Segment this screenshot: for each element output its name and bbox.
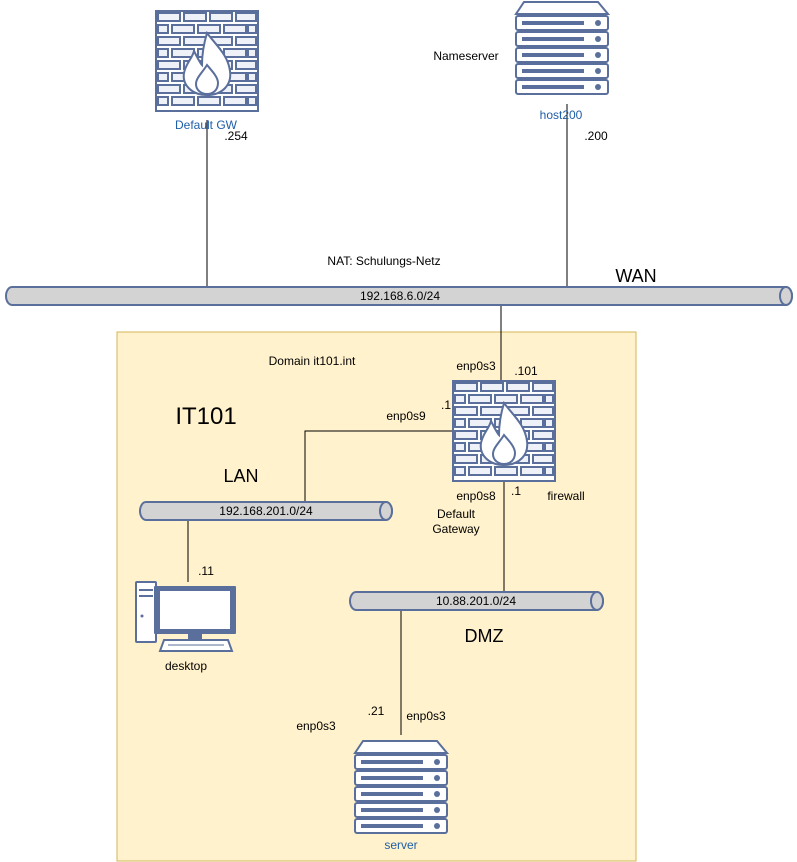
server-icon [354, 740, 448, 834]
firewall-icon [452, 380, 556, 482]
default-gw-ip: .254 [224, 129, 248, 143]
nameserver-role: Nameserver [433, 49, 498, 63]
host200-label: host200 [540, 108, 583, 122]
firewall-wan-ip: .101 [514, 364, 538, 378]
default-gw-label: Default GW [175, 118, 238, 132]
host200-ip: .200 [584, 129, 608, 143]
server-if-left: enp0s3 [296, 719, 336, 733]
desktop-label: desktop [165, 659, 207, 673]
default-gateway-line1: Default [437, 507, 476, 521]
wan-label: WAN [615, 266, 656, 286]
lan-label: LAN [223, 466, 258, 486]
lan-network: 192.168.201.0/24 [219, 504, 313, 518]
zone-title: IT101 [175, 403, 236, 430]
firewall-label: firewall [547, 489, 584, 503]
default-gateway-line2: Gateway [432, 522, 479, 536]
dmz-pipe [349, 591, 604, 611]
firewall-dmz-if: enp0s8 [456, 489, 496, 503]
server-label: server [384, 838, 417, 852]
host200-server-icon [515, 1, 609, 95]
firewall-lan-if: enp0s9 [386, 409, 426, 423]
lan-pipe [139, 501, 393, 521]
wan-pipe [5, 286, 793, 306]
dmz-network: 10.88.201.0/24 [436, 594, 516, 608]
default-gw-firewall-icon [155, 10, 259, 112]
wan-network: 192.168.6.0/24 [360, 289, 440, 303]
server-ip: .21 [368, 704, 385, 718]
nat-label: NAT: Schulungs-Netz [327, 254, 440, 268]
firewall-wan-if: enp0s3 [456, 359, 496, 373]
domain-label: Domain it101.int [269, 354, 356, 368]
desktop-ip: .11 [198, 564, 214, 578]
firewall-lan-ip: .1 [441, 398, 451, 412]
dmz-label: DMZ [465, 626, 504, 646]
firewall-lan-link [304, 430, 454, 502]
server-if-right: enp0s3 [406, 709, 446, 723]
firewall-dmz-ip: .1 [511, 484, 521, 498]
desktop-icon [135, 581, 236, 652]
